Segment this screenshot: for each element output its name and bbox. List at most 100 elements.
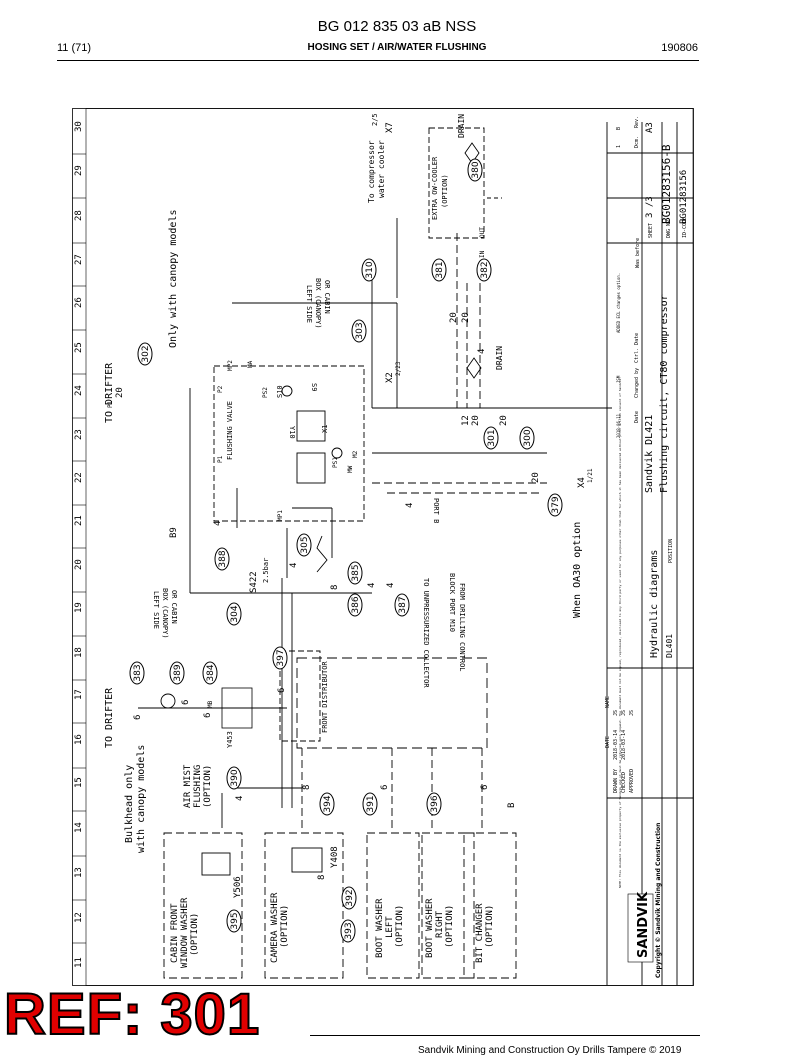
doc-type: Hydraulic diagrams — [649, 550, 660, 658]
label-ma: MA — [247, 360, 254, 368]
rev-note: ADDED ECL changes option. — [616, 273, 621, 333]
grid-col-23: 23 — [74, 429, 84, 440]
balloon-380: 380 — [471, 161, 481, 178]
note-air-mist-1: AIR MIST — [183, 764, 193, 808]
grid-col-15: 15 — [74, 777, 84, 788]
legal-note: NOTE: This document is the exclusive pro… — [618, 377, 622, 888]
ref-overlay: REF: 301 — [3, 982, 261, 1047]
date-col-label: DATE — [605, 736, 611, 748]
balloon-390: 390 — [230, 769, 240, 786]
hose-4a: 4 — [477, 349, 487, 354]
balloon-386: 386 — [351, 596, 361, 613]
consumer-5-title-2: (OPTION) — [485, 905, 495, 948]
label-s422: S422 — [249, 571, 259, 593]
label-y453: Y453 — [226, 731, 234, 748]
note-x2-ref: 2/23 — [395, 361, 402, 376]
balloon-385: 385 — [351, 564, 361, 581]
grid-col-13: 13 — [74, 867, 84, 878]
rev-number: 1 — [616, 145, 622, 148]
balloon-300: 300 — [523, 429, 533, 446]
note-to-drifter-top: TO DRIFTER — [104, 362, 115, 423]
dwg-number: BG01283156-B — [660, 144, 673, 224]
label-p1: P1 — [217, 455, 224, 463]
document-id: BG 012 835 03 aB NSS — [317, 18, 477, 35]
hose-20b: 20 — [449, 312, 459, 323]
balloon-305: 305 — [300, 536, 310, 553]
label-s9: S9 — [310, 383, 318, 391]
hose-4e: 4 — [367, 583, 377, 588]
balloon-384: 384 — [206, 664, 216, 681]
label-s10: S10 — [276, 385, 284, 398]
grid-col-28: 28 — [74, 210, 84, 221]
checked-date: 2018-03-14 — [621, 730, 627, 760]
balloon-379: 379 — [551, 496, 561, 513]
balloon-301: 301 — [487, 429, 497, 446]
balloon-388: 388 — [218, 550, 228, 567]
label-ps1: PS1 — [332, 457, 339, 468]
grid-col-20: 20 — [74, 559, 84, 570]
hose-12: 12 — [461, 415, 471, 426]
balloon-393: 393 — [344, 922, 354, 939]
grid-col-14: 14 — [74, 822, 84, 833]
note-with-canopy: with canopy models — [136, 745, 147, 853]
hose-8a: 8 — [330, 585, 340, 590]
note-to-compressor: To compressor — [367, 140, 376, 203]
grid-col-24: 24 — [74, 385, 84, 396]
rev-label: Rev. — [634, 116, 640, 128]
drawn-name: JS — [613, 710, 619, 716]
balloon-394: 394 — [323, 795, 333, 812]
hose-6d: 6 — [277, 688, 287, 693]
drawn-date: 2018-03-14 — [613, 730, 619, 760]
consumer-1-title-3: (OPTION) — [190, 913, 200, 956]
dwg-label: DWG NR — [666, 219, 672, 238]
hose-6e: 6 — [380, 785, 390, 790]
note-left-side-2b: BOX (CANOPY) — [161, 588, 169, 639]
consumer-5-title-1: BIT CHANGER — [475, 903, 485, 963]
rev-col-ctrl: Ctrl. Date — [634, 333, 640, 363]
idcode-value: BG01283156 — [679, 170, 689, 224]
hose-4b: 4 — [405, 503, 415, 508]
grid-col-29: 29 — [74, 165, 84, 176]
note-air-mist-2: FLUSHING — [193, 765, 203, 808]
hose-4d: 4 — [289, 563, 299, 568]
dcm-label: Dcm. — [634, 136, 640, 148]
balloon-397: 397 — [276, 649, 286, 666]
balloon-310: 310 — [365, 261, 375, 278]
machine-name: Sandvik DL421 — [644, 415, 655, 493]
hose-6a: 6 — [133, 715, 143, 720]
footer-text: Sandvik Mining and Construction Oy Drill… — [418, 1045, 682, 1056]
balloon-383: 383 — [133, 664, 143, 681]
position-value: DL401 — [665, 634, 674, 658]
footer-rule — [310, 1035, 700, 1036]
consumer-3-title-2: LEFT — [385, 916, 395, 938]
hose-6c: 6 — [203, 713, 213, 718]
note-to-unpressurized: TO UNPRESSURIZED COLLECTOR — [422, 578, 430, 688]
header-rule — [57, 60, 699, 61]
label-mp2: MP2 — [227, 360, 234, 371]
consumer-4-title-3: (OPTION) — [445, 905, 455, 948]
label-out: OUT — [479, 227, 486, 238]
rev-col-date: Date — [634, 411, 640, 423]
consumer-3-title-1: BOOT WASHER — [375, 898, 385, 958]
hose-6b: 6 — [181, 700, 191, 705]
label-y506: Y506 — [233, 876, 243, 898]
label-x1: X1 — [321, 425, 329, 433]
note-canopy-only: Only with canopy models — [168, 210, 179, 348]
balloon-382: 382 — [480, 261, 490, 278]
consumer-3-title-3: (OPTION) — [395, 905, 405, 948]
note-bulkhead-only: Bulkhead only — [124, 765, 135, 843]
note-front-distributor: FRONT DISTRIBUTOR — [321, 661, 329, 733]
balloon-304: 304 — [230, 605, 240, 622]
grid-col-26: 26 — [74, 297, 84, 308]
grid-col-17: 17 — [74, 689, 84, 700]
label-mp1: MP1 — [277, 510, 284, 521]
rev-by: JSM — [616, 375, 621, 383]
hose-20c: 20 — [461, 312, 471, 323]
label-press: 2.5bar — [262, 558, 270, 583]
note-left-side-1: LEFT SIDE — [305, 285, 313, 323]
note-left-side-1b: BOX (CANOPY) — [314, 278, 322, 329]
grid-col-21: 21 — [74, 515, 84, 526]
balloon-387: 387 — [398, 596, 408, 613]
note-left-side-2c: OR CABIN — [170, 590, 178, 624]
label-mw: MW — [347, 465, 354, 473]
